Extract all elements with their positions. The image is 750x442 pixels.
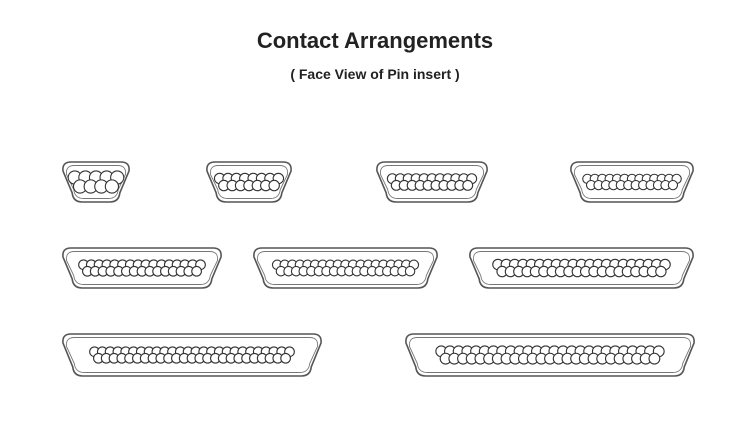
connector-9-pin — [62, 161, 130, 203]
insert-outline — [209, 165, 289, 199]
pin — [104, 179, 120, 194]
pin — [191, 265, 202, 277]
insert-outline — [65, 251, 219, 285]
page-title: Contact Arrangements — [256, 28, 494, 53]
pin — [655, 265, 667, 278]
connector-shell — [570, 161, 694, 203]
connector-51-pin — [405, 333, 695, 377]
insert-outline — [65, 337, 319, 373]
connector-31-pin — [62, 247, 222, 289]
connector-shell — [253, 247, 438, 289]
pin — [648, 352, 661, 365]
pin — [667, 179, 679, 191]
insert-outline — [379, 165, 485, 199]
connector-41-pin — [469, 247, 694, 289]
connector-shell — [62, 247, 222, 289]
connector-shell — [469, 247, 694, 289]
connector-shell — [62, 333, 322, 377]
insert-outline — [65, 165, 127, 199]
pin — [280, 352, 291, 364]
pin — [404, 265, 416, 277]
insert-outline — [408, 337, 692, 373]
connector-shell — [405, 333, 695, 377]
connector-25-pin — [570, 161, 694, 203]
insert-outline — [256, 251, 435, 285]
insert-outline — [573, 165, 691, 199]
insert-outline — [472, 251, 691, 285]
pin — [462, 179, 474, 191]
connector-37-pin — [253, 247, 438, 289]
connector-21-pin — [376, 161, 488, 203]
pin — [268, 179, 280, 192]
connector-51-pin — [62, 333, 322, 377]
page-subtitle: ( Face View of Pin insert ) — [290, 66, 460, 82]
connector-shell — [62, 161, 130, 203]
connector-15-pin — [206, 161, 292, 203]
connector-shell — [206, 161, 292, 203]
connector-shell — [376, 161, 488, 203]
